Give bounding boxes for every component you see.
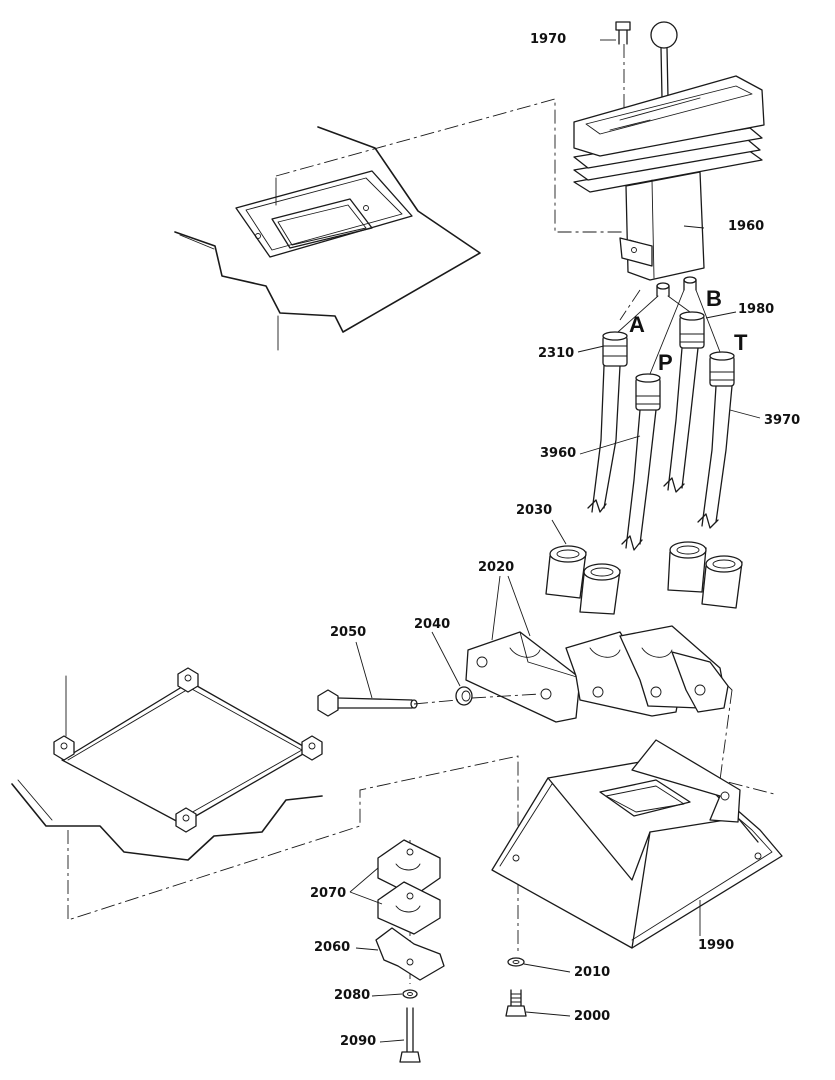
port-label-p: P xyxy=(658,350,673,375)
bolt-1970 xyxy=(615,21,631,45)
port-label-a: A xyxy=(629,312,645,337)
callout-2040: 2040 xyxy=(414,617,451,632)
callout-3960: 3960 xyxy=(540,446,577,461)
clamp-blocks xyxy=(465,625,733,723)
callout-2060: 2060 xyxy=(314,940,351,955)
callout-1960: 1960 xyxy=(728,219,765,234)
callout-2090: 2090 xyxy=(340,1034,377,1049)
leader-lines xyxy=(349,39,761,1043)
screw-2090 xyxy=(399,1007,421,1063)
upper-floor-panel xyxy=(174,126,481,351)
callout-2010: 2010 xyxy=(574,965,611,980)
callout-2000: 2000 xyxy=(574,1009,611,1024)
callout-2050: 2050 xyxy=(330,625,367,640)
console-base xyxy=(491,739,783,949)
lower-floor-panel xyxy=(11,667,323,861)
cover-nuts xyxy=(53,667,323,833)
callout-1970: 1970 xyxy=(530,32,567,47)
callout-2020: 2020 xyxy=(478,560,515,575)
callout-1980: 1980 xyxy=(738,302,775,317)
control-valve-assembly xyxy=(573,21,765,297)
callout-3970: 3970 xyxy=(764,413,801,428)
callout-1990: 1990 xyxy=(698,938,735,953)
washer-2080 xyxy=(402,989,418,999)
port-label-b: B xyxy=(706,286,722,311)
bolt-2050 xyxy=(317,689,418,717)
mounting-bracket-2060 xyxy=(375,927,445,981)
washer-2040 xyxy=(455,686,473,706)
clamp-halves-2070 xyxy=(377,839,441,935)
hose-assemblies xyxy=(587,289,735,551)
grommets xyxy=(545,541,743,615)
callout-2310: 2310 xyxy=(538,346,575,361)
callout-2030: 2030 xyxy=(516,503,553,518)
callout-2070: 2070 xyxy=(310,886,347,901)
port-label-t: T xyxy=(734,330,748,355)
bolt-2000 xyxy=(505,989,527,1017)
washer-2010 xyxy=(507,957,525,967)
callout-2080: 2080 xyxy=(334,988,371,1003)
